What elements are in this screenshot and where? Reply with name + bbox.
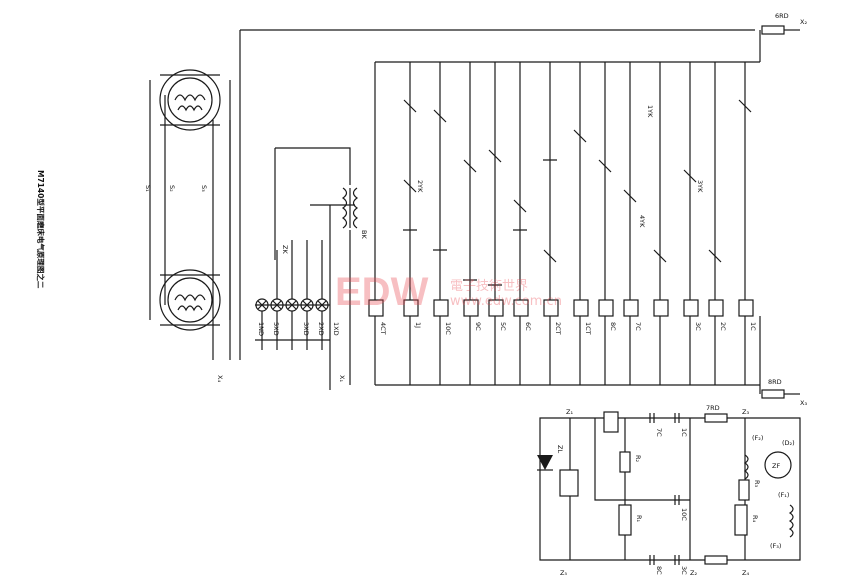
- transformer-label: BK: [360, 230, 368, 239]
- lamp-label-1nd: 1ND: [257, 322, 265, 336]
- resistor-label-r1: R₁: [635, 515, 643, 523]
- terminal-x4: X₄: [216, 375, 224, 382]
- cam-label-s3: S₃: [200, 185, 208, 192]
- resistor-r3: [738, 479, 750, 501]
- control-bus: [374, 30, 761, 386]
- fuse-label-7rd: 7RD: [706, 404, 720, 412]
- coil-label-2c: 2C: [719, 322, 727, 331]
- coil-label-10c: 10C: [444, 322, 452, 335]
- lamp-label-2xd: 2XD: [317, 322, 325, 336]
- fuse-7rd-top: [704, 413, 728, 423]
- dc-contact-8c: 8C: [655, 566, 663, 575]
- lamp-label-1xd: 1XD: [332, 322, 340, 336]
- resistor-label-r3: R₃: [753, 480, 761, 488]
- switch-label-4yk: 4YK: [638, 215, 646, 228]
- resistor-label-r2: R₂: [634, 455, 642, 463]
- switch-label-zk: ZK: [281, 245, 289, 254]
- dc-contact-1c: 1C: [680, 428, 688, 437]
- dc-terminal-z5: Z₅: [560, 569, 567, 577]
- switch-label-3yk: 3YK: [696, 180, 704, 193]
- resistor-r1: [618, 504, 632, 536]
- winding-label-f2: (F₂): [752, 434, 763, 442]
- fuse-label-6rd: 6RD: [775, 12, 789, 20]
- motor-top: [159, 69, 221, 131]
- coil-label-1c: 1C: [749, 322, 757, 331]
- dc-contact-7c: 7C: [655, 428, 663, 437]
- terminal-x1: X₁: [338, 375, 346, 382]
- coil-label-3c: 3C: [694, 322, 702, 331]
- fuse-label-8rd: 8RD: [768, 378, 782, 386]
- resistor-r4: [734, 504, 748, 536]
- lamp-label-3xd: 3XD: [302, 322, 310, 336]
- fuse-8rd: [759, 316, 800, 399]
- cam-label-s2: S₂: [168, 185, 176, 192]
- watermark-site: 電子技術世界: [450, 279, 528, 294]
- watermark-logo: EDW: [335, 270, 429, 314]
- coil-label-5c: 5C: [499, 322, 507, 331]
- fuse-7rd-bottom: [704, 555, 728, 565]
- watermark-url: www.edw.com.cn: [450, 294, 562, 309]
- coil-label-2ct: 2CT: [554, 322, 562, 335]
- transformer-bk: [341, 187, 359, 229]
- dc-terminal-z1: Z₁: [566, 408, 573, 416]
- dc-terminal-z3: Z₃: [742, 408, 749, 416]
- contact-symbols: [403, 99, 752, 286]
- ladder-rungs: [409, 62, 746, 385]
- lamp-panel: [255, 240, 330, 350]
- resistor-label-r4: R₄: [751, 515, 759, 523]
- coil-label-8c: 8C: [609, 322, 617, 331]
- winding-label-f3: (F₃): [770, 542, 781, 550]
- coil-label-4ct: 4CT: [379, 322, 387, 335]
- dc-contact-10c: 10C: [680, 508, 688, 521]
- diagram-title: M7140型平面磨床电气原理图之二: [36, 170, 46, 289]
- motor-label: (D₂): [782, 439, 795, 447]
- generator-label: ZF: [772, 462, 780, 470]
- coil-row: [368, 299, 754, 317]
- field-winding-f3: [788, 504, 794, 538]
- coil-label-6c: 6C: [524, 322, 532, 331]
- motor-bottom: [159, 269, 221, 331]
- field-winding-f2: [743, 454, 749, 480]
- rectifier-zl: [537, 455, 553, 471]
- rectifier-label: ZL: [556, 445, 564, 453]
- dc-terminal-z2: Z₂: [690, 569, 697, 577]
- winding-label-f1: (F₁): [778, 491, 789, 499]
- resistor-r2: [619, 451, 631, 473]
- terminal-x3: X₃: [800, 399, 807, 407]
- switch-label-1yk: 1YK: [646, 105, 654, 118]
- relay-1j-box: [603, 411, 619, 433]
- fuse-6rd: [761, 25, 800, 35]
- dc-terminal-z4: Z₄: [742, 569, 749, 577]
- coil-label-9c: 9C: [474, 322, 482, 331]
- motor-wiring: [149, 29, 755, 360]
- cam-label-s1: S₁: [144, 185, 152, 192]
- dc-component-box: [559, 469, 579, 497]
- transformer-wiring: [274, 147, 355, 390]
- lamp-label-5xd: 5XD: [272, 322, 280, 336]
- dc-contacts: [649, 413, 680, 565]
- dc-contact-3c: 3C: [680, 566, 688, 575]
- coil-label-1j: 1J: [414, 322, 422, 328]
- generator-zf: [764, 451, 792, 479]
- terminal-x2: X₂: [800, 18, 807, 26]
- switch-label-2yk: 2YK: [416, 180, 424, 193]
- coil-label-7c: 7C: [634, 322, 642, 331]
- coil-label-1ct: 1CT: [584, 322, 592, 335]
